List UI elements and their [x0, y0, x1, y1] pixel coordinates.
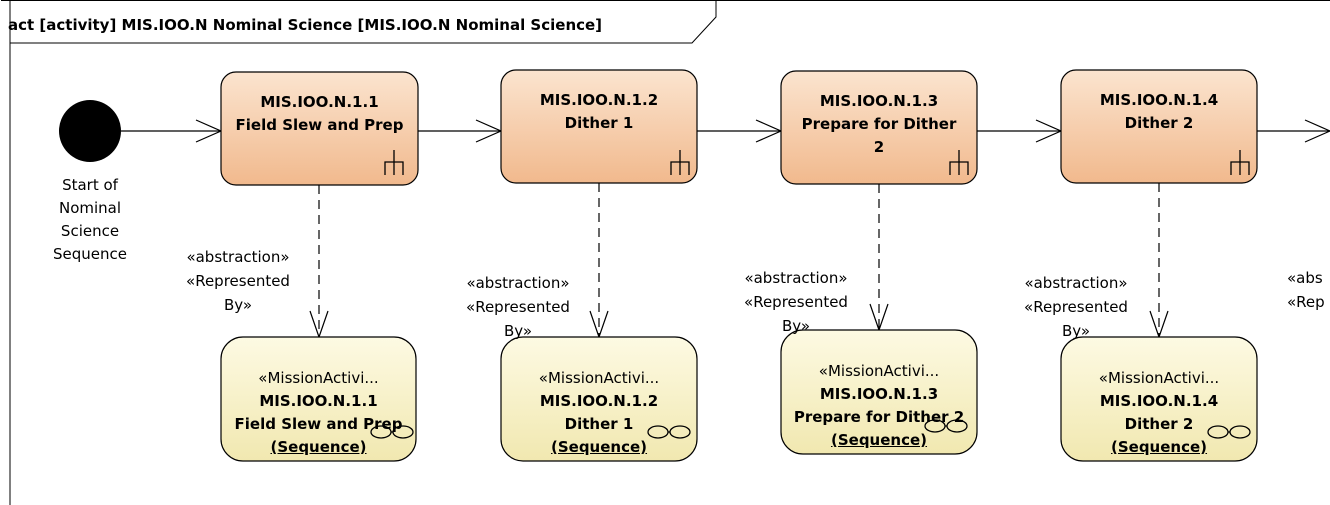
- sequence-node-3-label: «MissionActivi... MIS.IOO.N.1.3 Prepare …: [793, 362, 965, 449]
- initial-node[interactable]: [59, 100, 121, 162]
- abstraction-dependency-1[interactable]: [309, 185, 329, 339]
- dependency-1-label: «abstraction» «Represented By»: [186, 248, 290, 314]
- initial-node-label: Start of Nominal Science Sequence: [53, 176, 127, 263]
- dependency-3-label: «abstraction» «Represented By»: [744, 269, 848, 335]
- rake-icon: [949, 150, 969, 175]
- abstraction-dependency-2[interactable]: [589, 183, 609, 339]
- sequence-node-1[interactable]: [220, 336, 417, 462]
- control-flow-1[interactable]: [121, 119, 223, 143]
- control-flow-5[interactable]: [1257, 119, 1330, 143]
- abstraction-dependency-3[interactable]: [869, 184, 889, 332]
- abstraction-dependency-4[interactable]: [1149, 183, 1169, 339]
- sequence-node-1-label: «MissionActivi... MIS.IOO.N.1.1 Field Sl…: [234, 369, 403, 456]
- link-glasses-icon: [647, 425, 691, 439]
- action-node-2-label: MIS.IOO.N.1.2 Dither 1: [539, 91, 659, 132]
- rake-icon: [384, 150, 404, 175]
- sequence-node-4-label: «MissionActivi... MIS.IOO.N.1.4 Dither 2…: [1098, 369, 1220, 456]
- rake-icon: [1230, 150, 1250, 175]
- control-flow-3[interactable]: [697, 119, 783, 143]
- link-glasses-icon: [370, 425, 414, 439]
- control-flow-2[interactable]: [418, 119, 503, 143]
- sequence-node-3[interactable]: [780, 329, 978, 455]
- control-flow-4[interactable]: [977, 119, 1063, 143]
- rake-icon: [670, 150, 690, 175]
- diagram-frame-title: act [activity] MIS.IOO.N Nominal Science…: [8, 16, 603, 34]
- dependency-2-label: «abstraction» «Represented By»: [466, 274, 570, 340]
- action-node-3-label: MIS.IOO.N.1.3 Prepare for Dither 2: [801, 92, 957, 156]
- sequence-node-2-label: «MissionActivi... MIS.IOO.N.1.2 Dither 1…: [538, 369, 660, 456]
- dependency-5-label-cut: «abs «Rep: [1287, 269, 1325, 311]
- action-node-4-label: MIS.IOO.N.1.4 Dither 2: [1099, 91, 1219, 132]
- link-glasses-icon: [1207, 425, 1251, 439]
- dependency-4-label: «abstraction» «Represented By»: [1024, 274, 1128, 340]
- action-node-1-label: MIS.IOO.N.1.1 Field Slew and Prep: [235, 93, 404, 134]
- link-glasses-icon: [924, 419, 968, 433]
